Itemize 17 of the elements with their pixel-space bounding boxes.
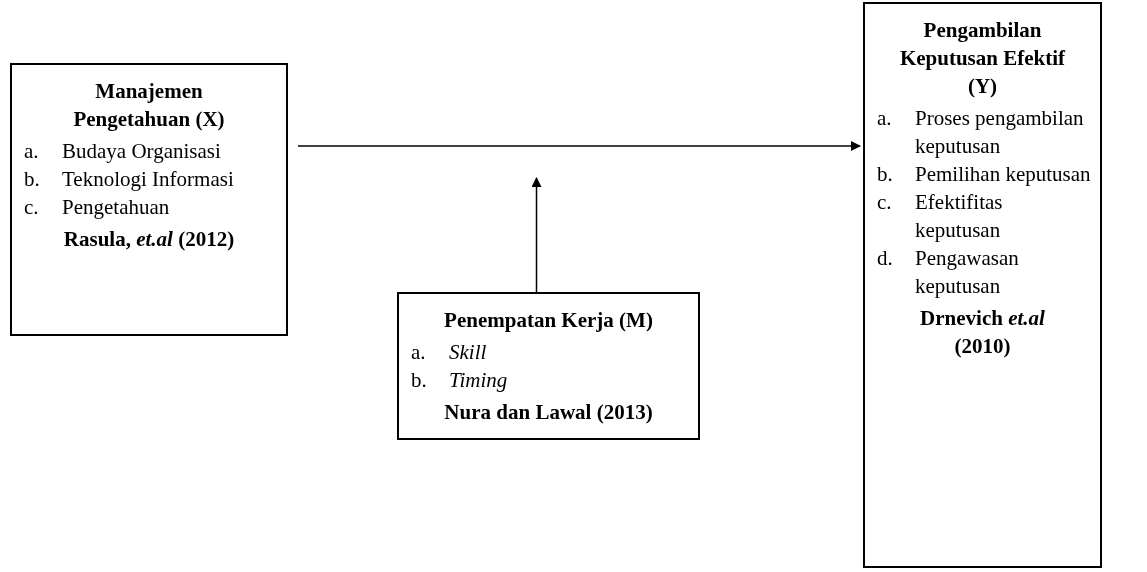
citation: Drnevich et.al (2010) bbox=[919, 305, 1046, 360]
variable-heading: Manajemen Pengetahuan (X) bbox=[72, 78, 226, 133]
indicator-item: b. Teknologi Informasi bbox=[24, 166, 235, 193]
arrow bbox=[531, 177, 542, 293]
indicator-item: a. Skill bbox=[411, 339, 488, 366]
indicator-item: b. Timing bbox=[411, 367, 509, 394]
arrow bbox=[297, 141, 861, 151]
indicator-item: c. Pengetahuan bbox=[24, 194, 171, 221]
variable-box bbox=[397, 292, 700, 440]
variable-heading: Penempatan Kerja (M) bbox=[444, 307, 653, 334]
indicator-item: b. Pemilihan keputusan bbox=[877, 161, 1092, 188]
variable-box bbox=[863, 2, 1102, 568]
indicator-item: a. Budaya Organisasi bbox=[24, 138, 222, 165]
citation: Nura dan Lawal (2013) bbox=[444, 399, 653, 426]
citation: Rasula, et.al (2012) bbox=[63, 226, 235, 253]
variable-box bbox=[10, 63, 288, 336]
variable-heading: Pengambilan Keputusan Efektif (Y) bbox=[898, 17, 1067, 100]
